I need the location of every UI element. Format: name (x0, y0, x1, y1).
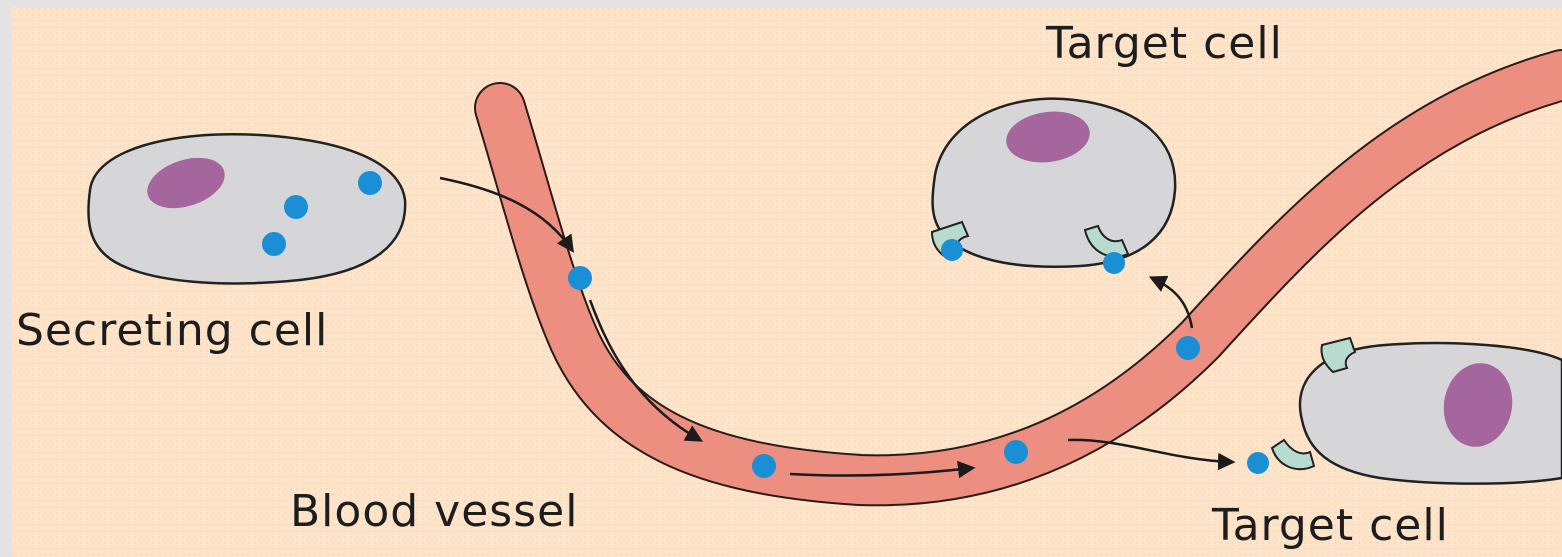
hormone-molecule (284, 195, 308, 219)
secreting-cell-body (88, 134, 405, 283)
hormone-molecule (262, 232, 286, 256)
hormone-molecule (568, 266, 592, 290)
label-blood-vessel: Blood vessel (290, 486, 578, 537)
hormone-molecule (1247, 452, 1269, 474)
hormone-molecule (358, 171, 382, 195)
hormone-molecule (752, 454, 776, 478)
hormone-molecule (1103, 252, 1125, 274)
target-cell-top (932, 99, 1175, 274)
secreting-cell (88, 134, 405, 283)
hormone-molecule (941, 239, 963, 261)
label-target-cell-top: Target cell (1045, 18, 1283, 69)
label-secreting-cell: Secreting cell (16, 305, 328, 356)
hormone-molecule (1004, 440, 1028, 464)
label-target-cell-bottom: Target cell (1211, 500, 1449, 551)
hormone-molecule (1176, 336, 1200, 360)
